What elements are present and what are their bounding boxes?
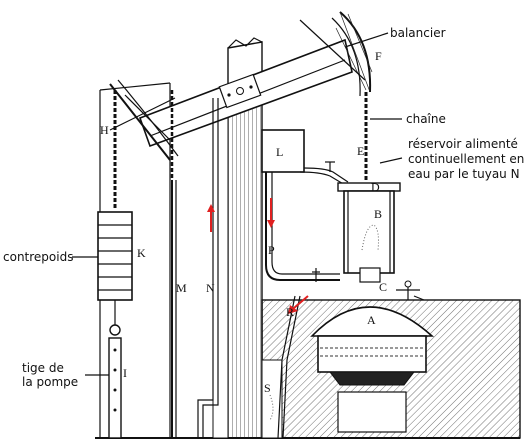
letter-d: D [371,180,380,194]
letter-c: C [379,280,387,294]
cylinder [337,182,401,283]
letter-i: I [123,366,127,380]
pipe-n [197,98,214,438]
pipe-p [265,172,340,281]
flow-arrows [207,198,309,314]
pipe-r [277,295,296,439]
label-reservoir-line2: continuellement en [408,152,524,166]
letter-l: L [276,145,283,159]
letter-s: S [264,381,271,395]
label-tige-line1: tige de [22,361,64,375]
letter-r: R [286,305,294,319]
letter-e: E [357,144,364,158]
letter-p: P [268,243,275,257]
label-reservoir-line1: réservoir alimenté [408,137,518,151]
letter-n: N [206,281,215,295]
label-balancier: balancier [390,26,446,40]
letter-b: B [374,207,382,221]
letter-a: A [367,313,376,327]
label-tige-line2: la pompe [22,375,78,389]
label-reservoir-line3: eau par le tuyau N [408,167,520,181]
label-contrepoids: contrepoids [3,250,73,264]
letter-h: H [100,123,109,137]
pump-rod [108,300,122,439]
leader-lines [72,32,403,376]
reservoir-box [261,129,349,186]
boiler [261,280,521,439]
letter-f: F [375,49,382,63]
contrepoids-weight [97,211,133,301]
letter-m: M [176,281,187,295]
letter-k: K [137,246,146,260]
label-chaine: chaîne [406,112,446,126]
left-chain [113,90,174,210]
